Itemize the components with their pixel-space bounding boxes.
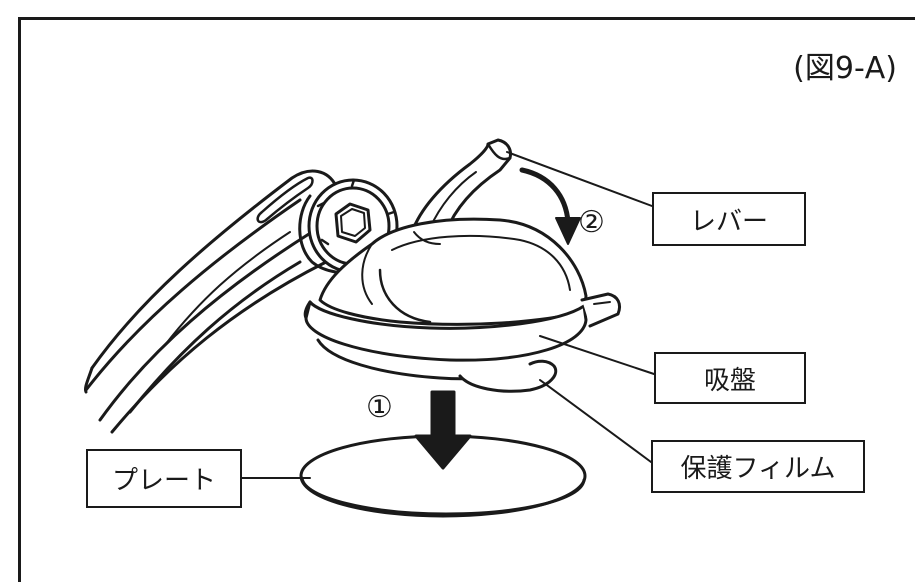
suction-pad bbox=[316, 338, 558, 393]
callout-suction-cup: 吸盤 bbox=[654, 352, 806, 404]
leader-lines bbox=[241, 151, 655, 479]
rotation-arrow-head bbox=[555, 217, 581, 245]
leader-lever bbox=[506, 151, 653, 207]
rotation-arrow bbox=[519, 167, 571, 225]
suction-rim bbox=[303, 292, 622, 362]
step-2-marker: ② bbox=[578, 205, 605, 240]
step-1-marker: ① bbox=[366, 390, 393, 425]
leader-suction bbox=[539, 335, 655, 375]
mount-arm bbox=[84, 169, 338, 434]
callout-protective-film: 保護フィルム bbox=[651, 440, 865, 493]
down-arrow bbox=[414, 390, 472, 470]
callout-plate: プレート bbox=[86, 449, 242, 508]
figure-label: (図9-A) bbox=[793, 51, 897, 86]
leader-film bbox=[539, 379, 652, 463]
figure-frame bbox=[18, 17, 915, 582]
callout-lever: レバー bbox=[652, 192, 806, 246]
